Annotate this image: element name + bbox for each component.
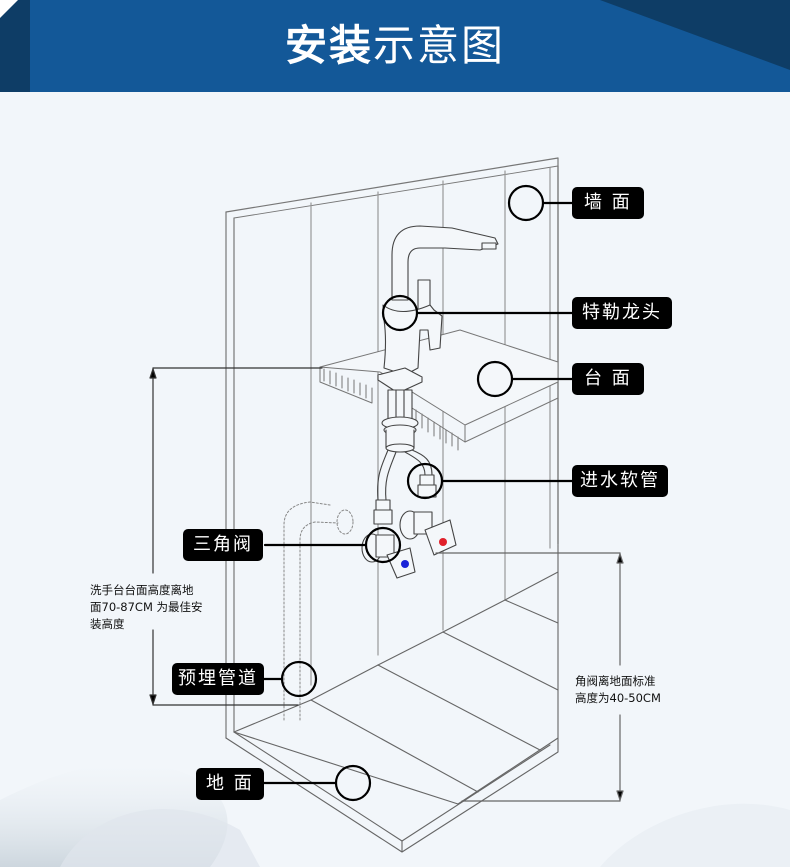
callouts	[258, 184, 574, 802]
title-light: 示意图	[373, 21, 506, 70]
header-corner-right	[600, 0, 790, 70]
header-corner-notch	[0, 0, 18, 18]
note-basin-height: 洗手台台面高度离地 面70-87CM 为最佳安 装高度	[90, 582, 203, 633]
embedded-pipe	[283, 501, 354, 721]
angle-valves	[361, 510, 457, 579]
note-valve-line-1: 角阀离地面标准	[575, 674, 656, 688]
label-inlet-hose: 进水软管	[572, 465, 668, 497]
background-swirl	[0, 762, 790, 867]
note-valve-line-2: 高度为40-50CM	[575, 691, 661, 705]
wall-callout-circle	[507, 184, 545, 222]
dimension-valve-height	[435, 552, 624, 802]
note-basin-line-2: 面70-87CM 为最佳安	[90, 600, 203, 614]
note-valve-height: 角阀离地面标准 高度为40-50CM	[575, 673, 661, 707]
note-basin-line-1: 洗手台台面高度离地	[90, 583, 194, 597]
dimension-basin-height	[149, 367, 323, 706]
label-floor: 地 面	[196, 768, 264, 800]
floor-callout-circle	[334, 764, 372, 802]
faucet	[377, 225, 499, 453]
cold-valve-dot	[401, 560, 409, 568]
wall-inner-top	[233, 165, 559, 219]
hot-valve-dot	[439, 538, 447, 546]
inlet-hoses	[373, 449, 437, 525]
page-title: 安装示意图	[0, 18, 790, 74]
note-basin-line-3: 装高度	[90, 617, 125, 631]
label-embedded-pipe: 预埋管道	[172, 663, 264, 695]
title-bold: 安装	[284, 21, 373, 70]
floor	[225, 545, 559, 853]
label-faucet: 特勒龙头	[572, 297, 672, 329]
countertop	[319, 329, 559, 451]
label-wall: 墙 面	[572, 187, 644, 219]
label-angle-valve: 三角阀	[183, 529, 263, 561]
label-countertop: 台 面	[572, 363, 644, 395]
header-banner: 安装示意图	[0, 0, 790, 92]
